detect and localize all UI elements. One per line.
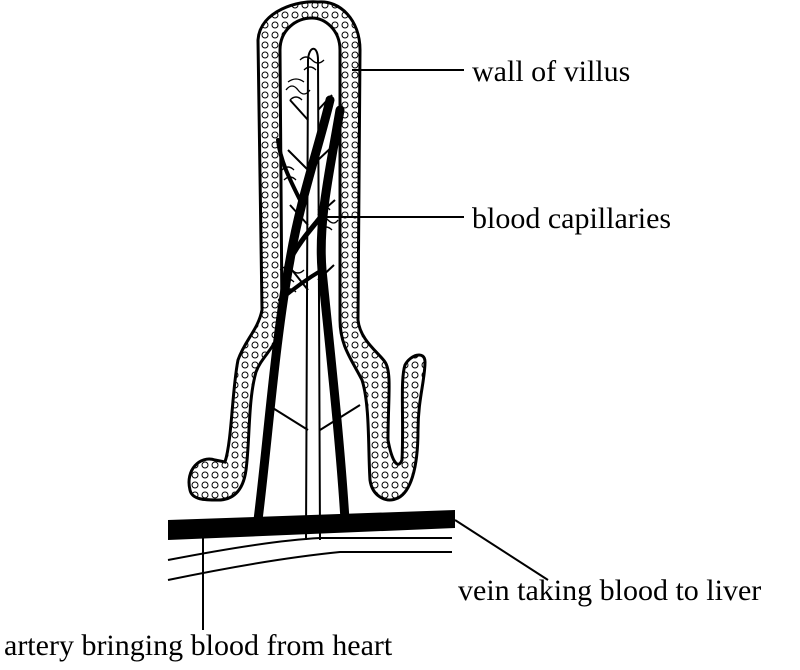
- wall-of-villus-label: wall of villus: [472, 57, 630, 87]
- leader-vein: [455, 520, 548, 580]
- artery-label: artery bringing blood from heart: [4, 631, 392, 661]
- blood-capillaries-label: blood capillaries: [472, 204, 671, 234]
- base-vessels: [168, 510, 455, 580]
- vein-label: vein taking blood to liver: [458, 576, 761, 606]
